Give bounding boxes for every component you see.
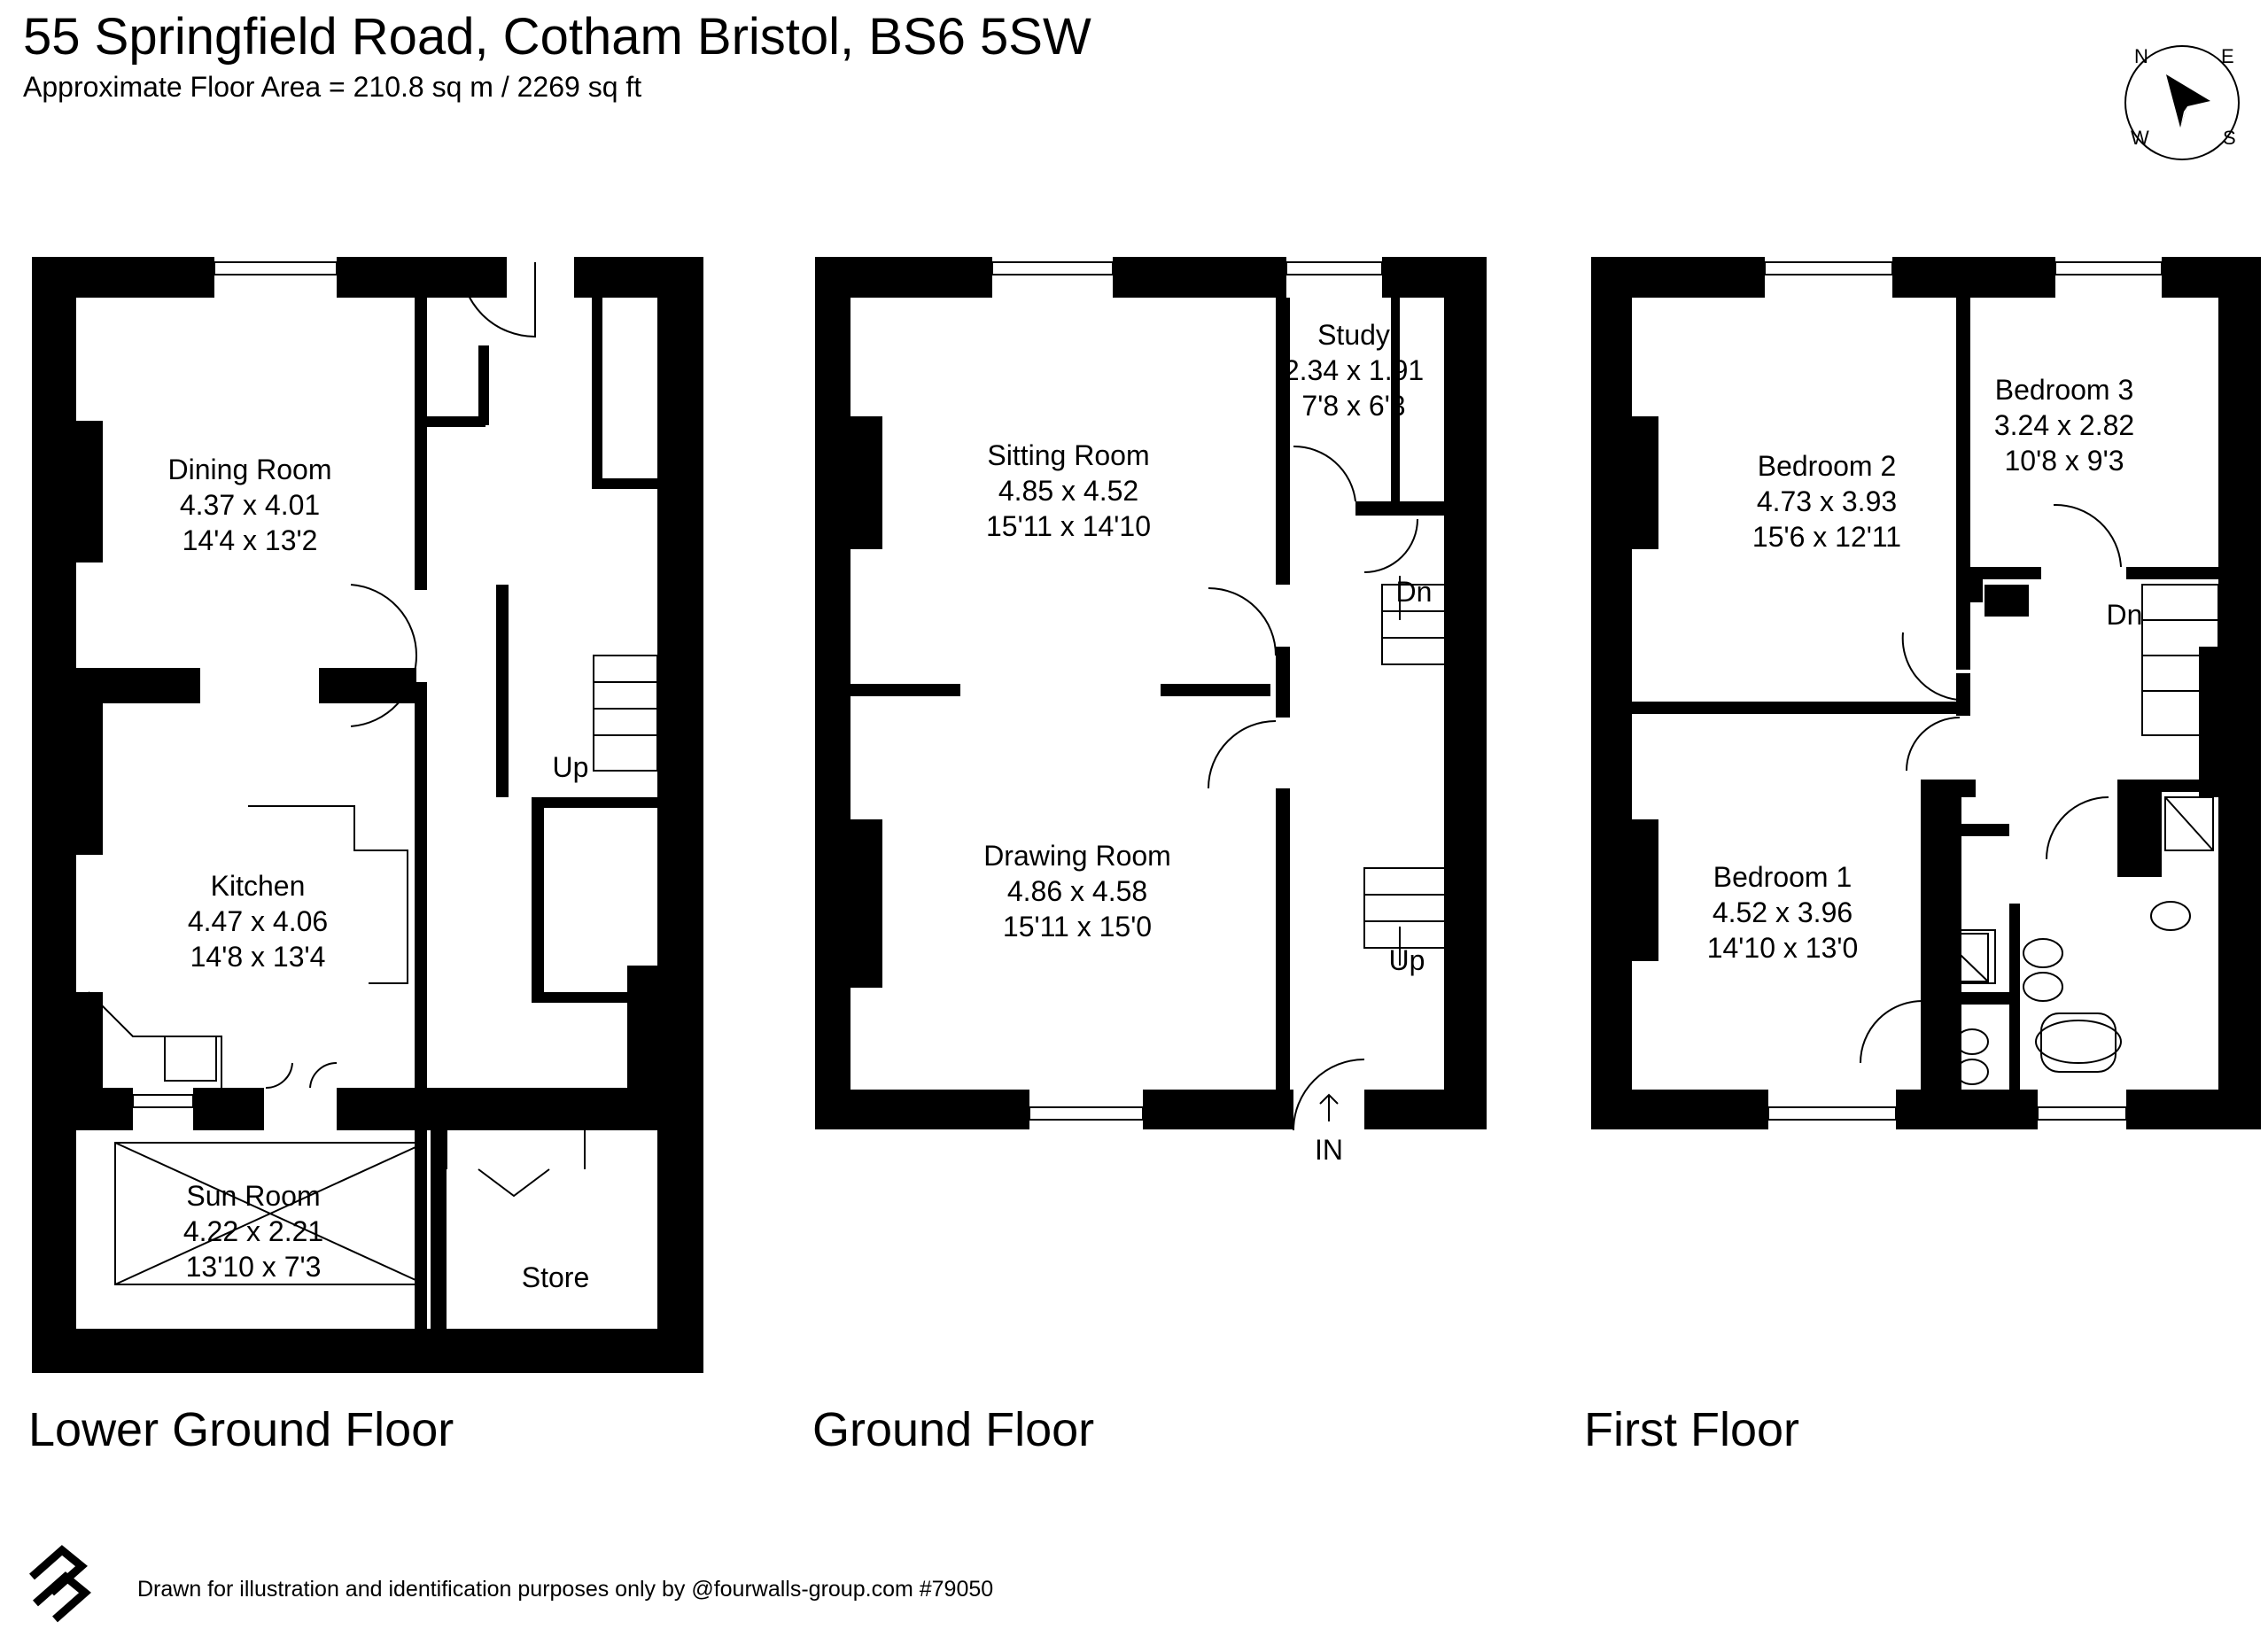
room-name: Sun Room: [186, 1180, 321, 1212]
room-name: Bedroom 1: [1713, 861, 1852, 893]
ground-floor-walls: [815, 257, 1487, 1129]
first-floor-walls: [1591, 257, 2261, 1129]
room-bedroom-3: Bedroom 3 3.24 x 2.82 10'8 x 9'3: [1994, 372, 2134, 478]
stairs-down-label: Dn: [2106, 599, 2143, 631]
compass: N E W S: [2122, 43, 2242, 163]
room-metric: 4.85 x 4.52: [998, 475, 1139, 507]
stairs-down-label: Dn: [1395, 576, 1433, 608]
room-drawing: Drawing Room 4.86 x 4.58 15'11 x 15'0: [983, 838, 1171, 944]
room-metric: 4.86 x 4.58: [1006, 875, 1148, 907]
stairs-up-label: Up: [1388, 944, 1425, 976]
room-metric: 4.22 x 2.21: [183, 1215, 324, 1247]
fourwalls-logo-icon: [29, 1545, 91, 1623]
room-sun-room: Sun Room 4.22 x 2.21 13'10 x 7'3: [183, 1178, 323, 1284]
compass-w: W: [2131, 127, 2149, 149]
room-bedroom-2: Bedroom 2 4.73 x 3.93 15'6 x 12'11: [1752, 448, 1901, 555]
room-name: Dining Room: [167, 454, 332, 485]
room-imperial: 10'8 x 9'3: [2004, 445, 2124, 477]
floor-label-lower: Lower Ground Floor: [28, 1403, 454, 1456]
room-metric: 2.34 x 1.91: [1283, 354, 1425, 386]
room-metric: 4.52 x 3.96: [1712, 896, 1853, 928]
room-imperial: 14'4 x 13'2: [182, 524, 318, 556]
floor-label-ground: Ground Floor: [812, 1403, 1095, 1456]
footer-disclaimer: Drawn for illustration and identificatio…: [137, 1577, 994, 1602]
room-store: Store: [522, 1260, 589, 1295]
room-metric: 4.37 x 4.01: [179, 489, 321, 521]
room-name: Kitchen: [210, 870, 306, 902]
room-study: Study 2.34 x 1.91 7'8 x 6'3: [1284, 317, 1424, 423]
room-name: Bedroom 2: [1757, 450, 1897, 482]
room-name: Drawing Room: [983, 840, 1171, 872]
compass-n: N: [2134, 45, 2148, 67]
room-imperial: 13'10 x 7'3: [185, 1251, 322, 1283]
room-imperial: 15'11 x 14'10: [986, 510, 1151, 542]
room-imperial: 15'6 x 12'11: [1751, 521, 1902, 553]
compass-s: S: [2223, 127, 2236, 149]
room-imperial: 7'8 x 6'3: [1301, 390, 1406, 422]
room-dining: Dining Room 4.37 x 4.01 14'4 x 13'2: [168, 452, 332, 558]
room-metric: 4.47 x 4.06: [187, 905, 329, 937]
room-imperial: 15'11 x 15'0: [1002, 911, 1153, 943]
room-imperial: 14'8 x 13'4: [190, 941, 326, 973]
room-name: Sitting Room: [987, 439, 1150, 471]
room-name: Bedroom 3: [1994, 374, 2134, 406]
entrance-label: IN: [1315, 1134, 1343, 1166]
room-name: Store: [521, 1261, 590, 1293]
room-kitchen: Kitchen 4.47 x 4.06 14'8 x 13'4: [188, 868, 328, 974]
room-metric: 4.73 x 3.93: [1756, 485, 1898, 517]
room-name: Study: [1317, 319, 1390, 351]
floor-area-subtitle: Approximate Floor Area = 210.8 sq m / 22…: [23, 71, 642, 103]
floor-label-first: First Floor: [1584, 1403, 1799, 1456]
lower-ground-walls: [32, 257, 703, 1373]
stairs-up-label: Up: [552, 751, 589, 783]
room-imperial: 14'10 x 13'0: [1706, 932, 1859, 964]
compass-e: E: [2221, 45, 2234, 67]
room-sitting: Sitting Room 4.85 x 4.52 15'11 x 14'10: [986, 438, 1151, 544]
room-bedroom-1: Bedroom 1 4.52 x 3.96 14'10 x 13'0: [1707, 859, 1859, 966]
room-metric: 3.24 x 2.82: [1993, 409, 2135, 441]
compass-icon: [2124, 45, 2240, 160]
page-title: 55 Springfield Road, Cotham Bristol, BS6…: [23, 8, 1091, 66]
